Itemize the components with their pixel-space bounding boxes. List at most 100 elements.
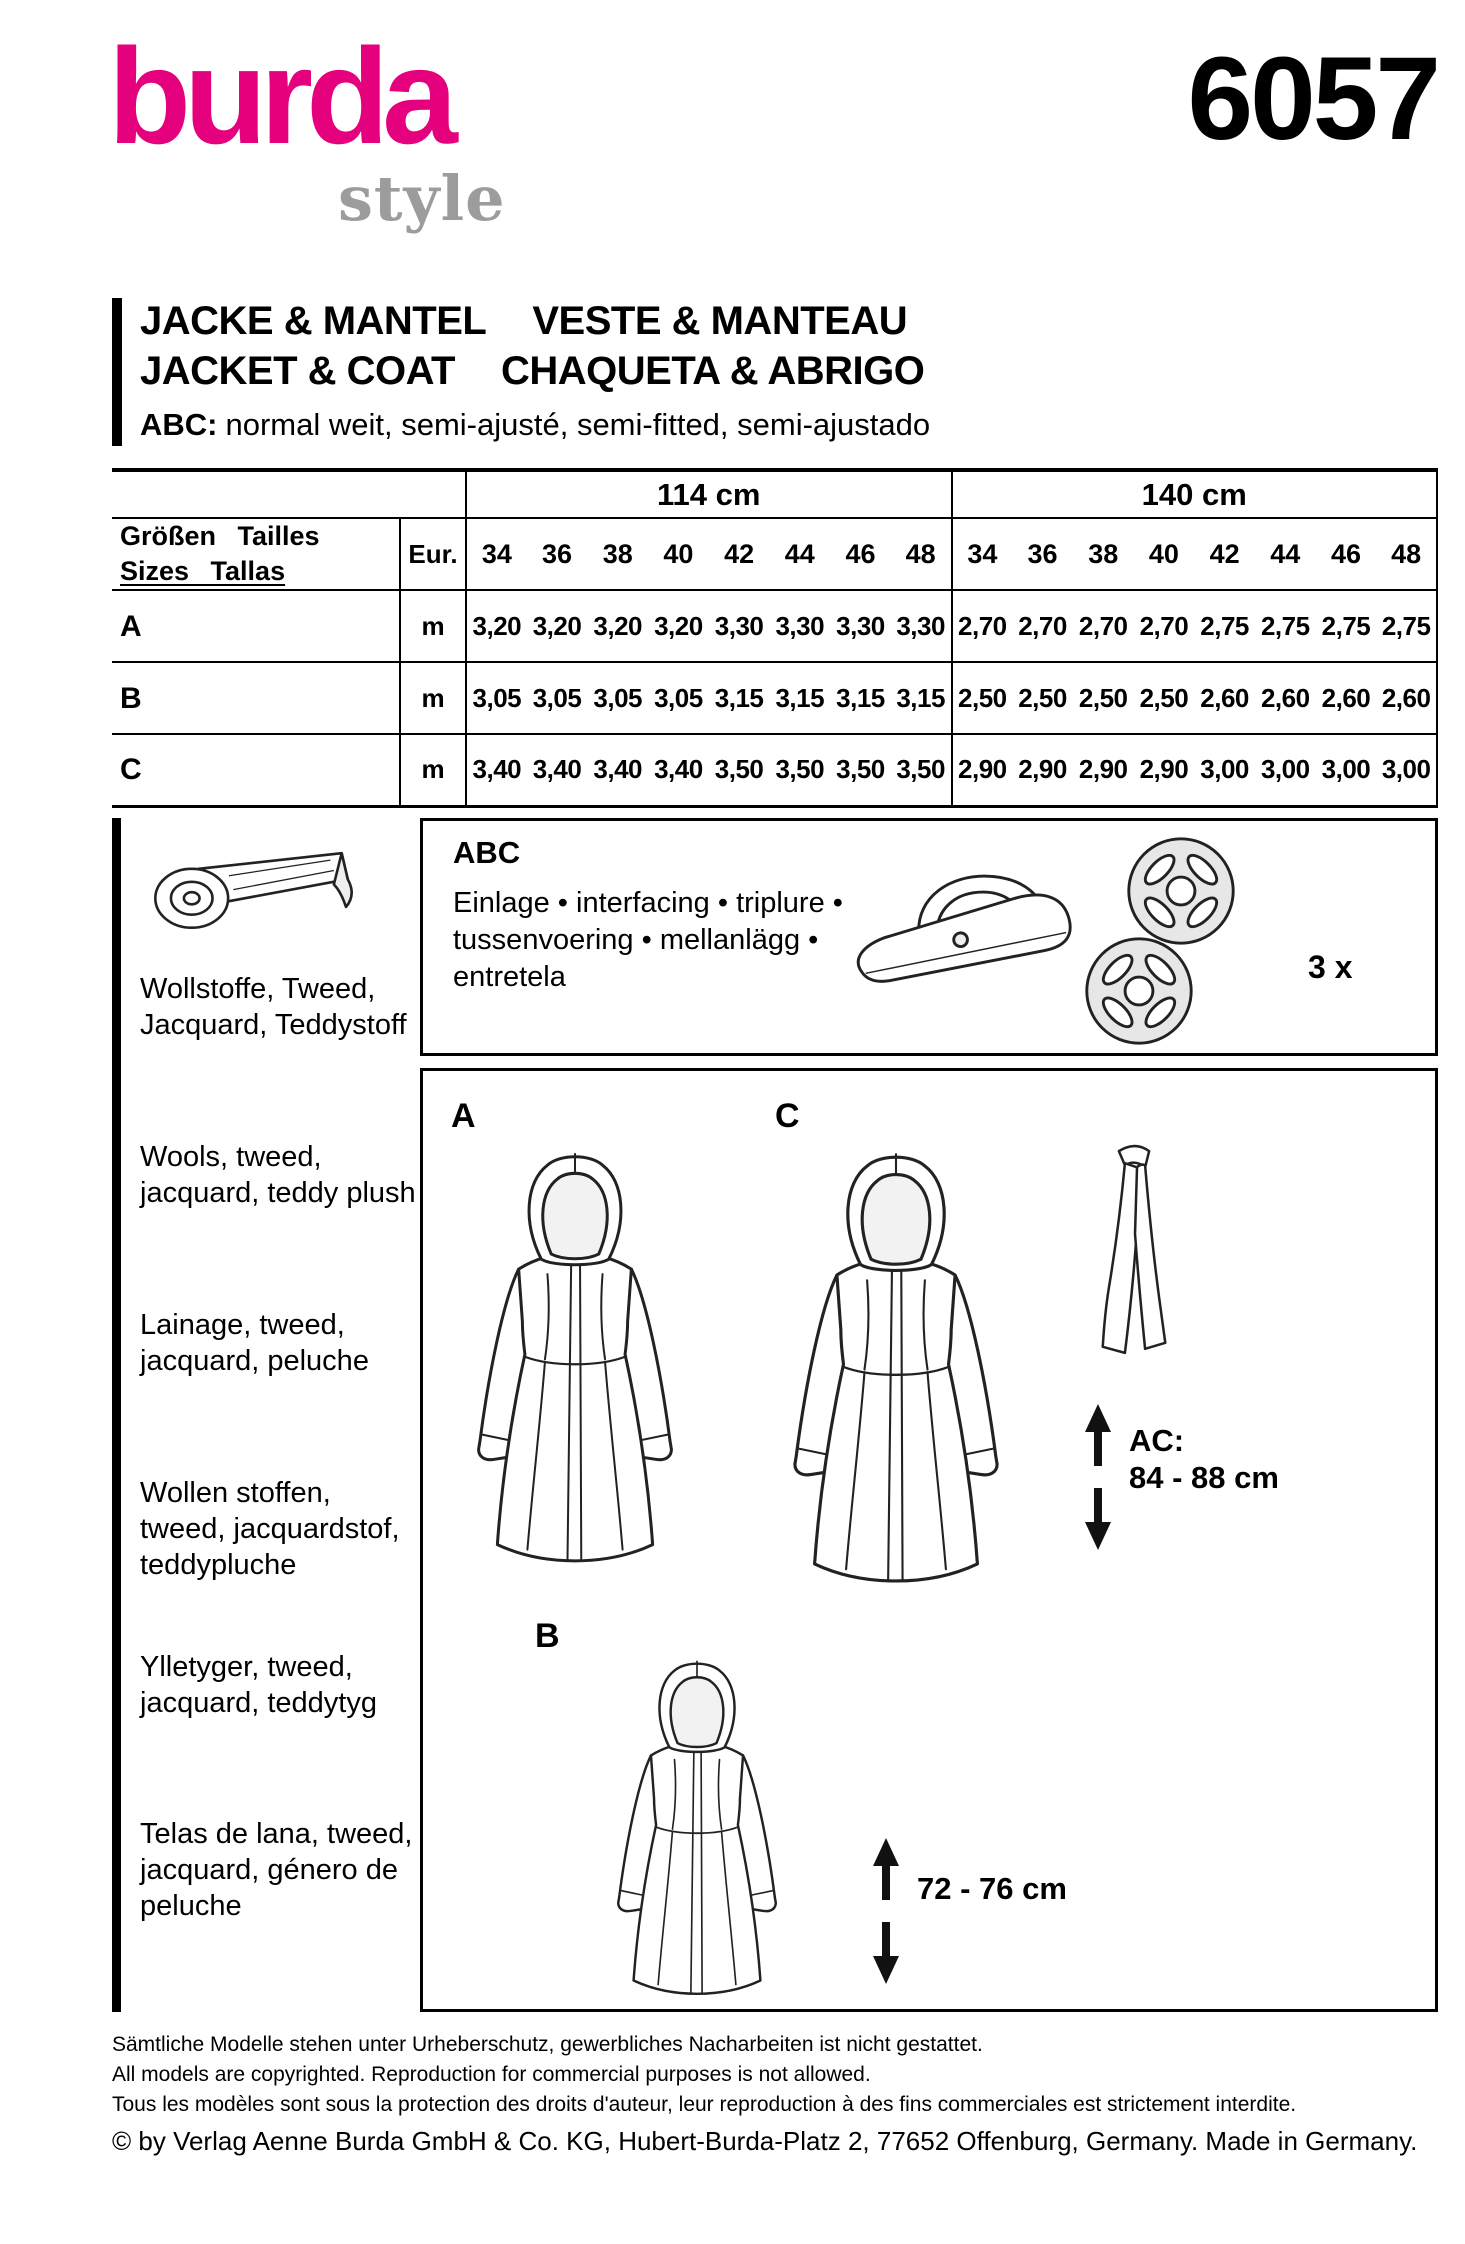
size-col-header: 44 [769, 518, 831, 592]
yardage-value: 2,90 [950, 734, 1013, 808]
fabrics-accent-bar [112, 818, 121, 2012]
size-col-header: 40 [1133, 518, 1195, 592]
eur-label: Eur. [399, 518, 467, 592]
yardage-value: 2,70 [950, 590, 1013, 664]
size-col-header: 36 [526, 518, 588, 592]
size-col-header: 44 [1254, 518, 1316, 592]
jacket-b-drawing [617, 1660, 777, 1996]
view-b-label: B [535, 1617, 560, 1655]
sizes-header-row: Größen Tailles Sizes Tallas Eur. 34 36 3… [112, 518, 1438, 592]
sizes-header-en-es: Sizes Tallas [120, 556, 286, 587]
yardage-value: 2,60 [1194, 662, 1255, 736]
fabric-text-sv: Ylletyger, tweed, jacquard, teddytyg [140, 1650, 377, 1719]
unit-label: m [399, 590, 467, 664]
yardage-value: 2,75 [1254, 590, 1316, 664]
ac-length-label: AC: [1129, 1423, 1185, 1458]
length-arrow-icon [873, 1838, 899, 1984]
yardage-value: 2,90 [1133, 734, 1195, 808]
size-col-header: 34 [950, 518, 1013, 592]
yardage-value: 2,70 [1133, 590, 1195, 664]
yardage-value: 2,60 [1315, 662, 1377, 736]
ac-length-value: 84 - 88 cm [1129, 1459, 1279, 1495]
yardage-value: 3,15 [830, 662, 891, 736]
unit-label: m [399, 662, 467, 736]
garment-title-line-1: JACKE & MANTEL VESTE & MANTEAU [140, 296, 1312, 346]
yardage-value: 3,50 [830, 734, 891, 808]
size-col-header: 38 [587, 518, 649, 592]
size-col-header: 46 [830, 518, 891, 592]
yardage-value: 3,20 [648, 590, 709, 664]
yardage-value: 3,40 [648, 734, 709, 808]
yardage-value: 3,30 [769, 590, 831, 664]
yardage-row-c: C m 3,40 3,40 3,40 3,40 3,50 3,50 3,50 3… [112, 734, 1438, 808]
size-col-header: 48 [890, 518, 952, 592]
belt-drawing [1101, 1144, 1167, 1355]
interfacing-line: Einlage • interfacing • triplure • [453, 887, 843, 919]
title-german: JACKE & MANTEL [140, 299, 487, 343]
yardage-value: 3,05 [587, 662, 649, 736]
fabric-text-nl: Wollen stoffen, tweed, jacquardstof, ted… [140, 1476, 400, 1581]
sizes-row-header: Größen Tailles Sizes Tallas [112, 518, 400, 592]
fabric-text-de: Wollstoffe, Tweed, Jacquard, Teddystoff [140, 973, 407, 1041]
interfacing-line: tussenvoering • mellanlägg • [453, 924, 819, 957]
yardage-value: 3,30 [830, 590, 891, 664]
fabric-text-fr: Lainage, tweed, jacquard, peluche [140, 1308, 369, 1377]
pattern-number: 6057 [1187, 33, 1441, 165]
fabric-bolt-icon [140, 822, 424, 952]
copyright-line-fr: Tous les modèles sont sous la protection… [112, 2092, 1297, 2116]
size-col-header: 36 [1012, 518, 1073, 592]
view-row-label: B [112, 662, 400, 736]
notions-views-label: ABC [453, 835, 521, 870]
yardage-value: 3,20 [466, 590, 527, 664]
title-accent-bar [112, 298, 122, 446]
yardage-value: 3,20 [526, 590, 588, 664]
view-row-label: A [112, 590, 400, 664]
burda-logo: burda [108, 20, 458, 172]
recommended-fabrics: Wollstoffe, Tweed, Jacquard, Teddystoff … [140, 822, 424, 1925]
yardage-value: 2,75 [1194, 590, 1255, 664]
coat-c-drawing [793, 1152, 999, 1583]
title-block: JACKE & MANTEL VESTE & MANTEAU JACKET & … [112, 296, 1312, 446]
publisher-line: © by Verlag Aenne Burda GmbH & Co. KG, H… [112, 2126, 1418, 2157]
yardage-value: 3,15 [769, 662, 831, 736]
copyright-line-en: All models are copyrighted. Reproduction… [112, 2062, 871, 2086]
burda-style-wordmark: style [338, 162, 506, 235]
yardage-value: 3,05 [526, 662, 588, 736]
ac-length-measurement: AC: 84 - 88 cm [1129, 1423, 1279, 1496]
copyright-footer: Sämtliche Modelle stehen unter Urhebersc… [112, 2030, 1438, 2157]
yardage-value: 2,50 [1133, 662, 1195, 736]
yardage-value: 2,90 [1072, 734, 1134, 808]
snap-fastener-icon [1083, 935, 1195, 1047]
fabric-width-140: 140 cm [950, 468, 1438, 519]
fit-views-label: ABC: [140, 406, 218, 442]
notions-box: ABC Einlage • interfacing • triplure • t… [420, 818, 1438, 1056]
title-english: JACKET & COAT [140, 349, 455, 394]
snap-quantity: 3 x [1308, 949, 1353, 985]
copyright-line-de: Sämtliche Modelle stehen unter Urhebersc… [112, 2033, 983, 2056]
yardage-value: 2,50 [950, 662, 1013, 736]
yardage-row-b: B m 3,05 3,05 3,05 3,05 3,15 3,15 3,15 3… [112, 662, 1438, 736]
yardage-value: 3,15 [708, 662, 770, 736]
fabric-width-114: 114 cm [465, 468, 952, 519]
title-french: VESTE & MANTEAU [532, 299, 908, 343]
interfacing-text: Einlage • interfacing • triplure • tusse… [453, 885, 843, 996]
yardage-value: 3,40 [466, 734, 527, 808]
yardage-value: 3,40 [587, 734, 649, 808]
fabric-text-en: Wools, tweed, jacquard, teddy plush [140, 1140, 416, 1209]
view-a-label: A [451, 1097, 476, 1135]
yardage-value: 3,20 [587, 590, 649, 664]
yardage-value: 2,70 [1072, 590, 1134, 664]
b-length-value: 72 - 76 cm [917, 1871, 1067, 1906]
title-spanish: CHAQUETA & ABRIGO [500, 349, 925, 394]
yardage-value: 3,15 [890, 662, 952, 736]
sizes-header-de-fr: Größen Tailles [120, 521, 320, 551]
garment-title-line-2: JACKET & COAT CHAQUETA & ABRIGO [140, 346, 1312, 396]
yardage-value: 3,00 [1376, 734, 1438, 808]
length-arrow-icon [1085, 1404, 1111, 1550]
yardage-row-a: A m 3,20 3,20 3,20 3,20 3,30 3,30 3,30 3… [112, 590, 1438, 664]
unit-label: m [399, 734, 467, 808]
snap-fastener-icon [1125, 835, 1237, 947]
yardage-value: 3,50 [890, 734, 952, 808]
yardage-value: 2,60 [1376, 662, 1438, 736]
